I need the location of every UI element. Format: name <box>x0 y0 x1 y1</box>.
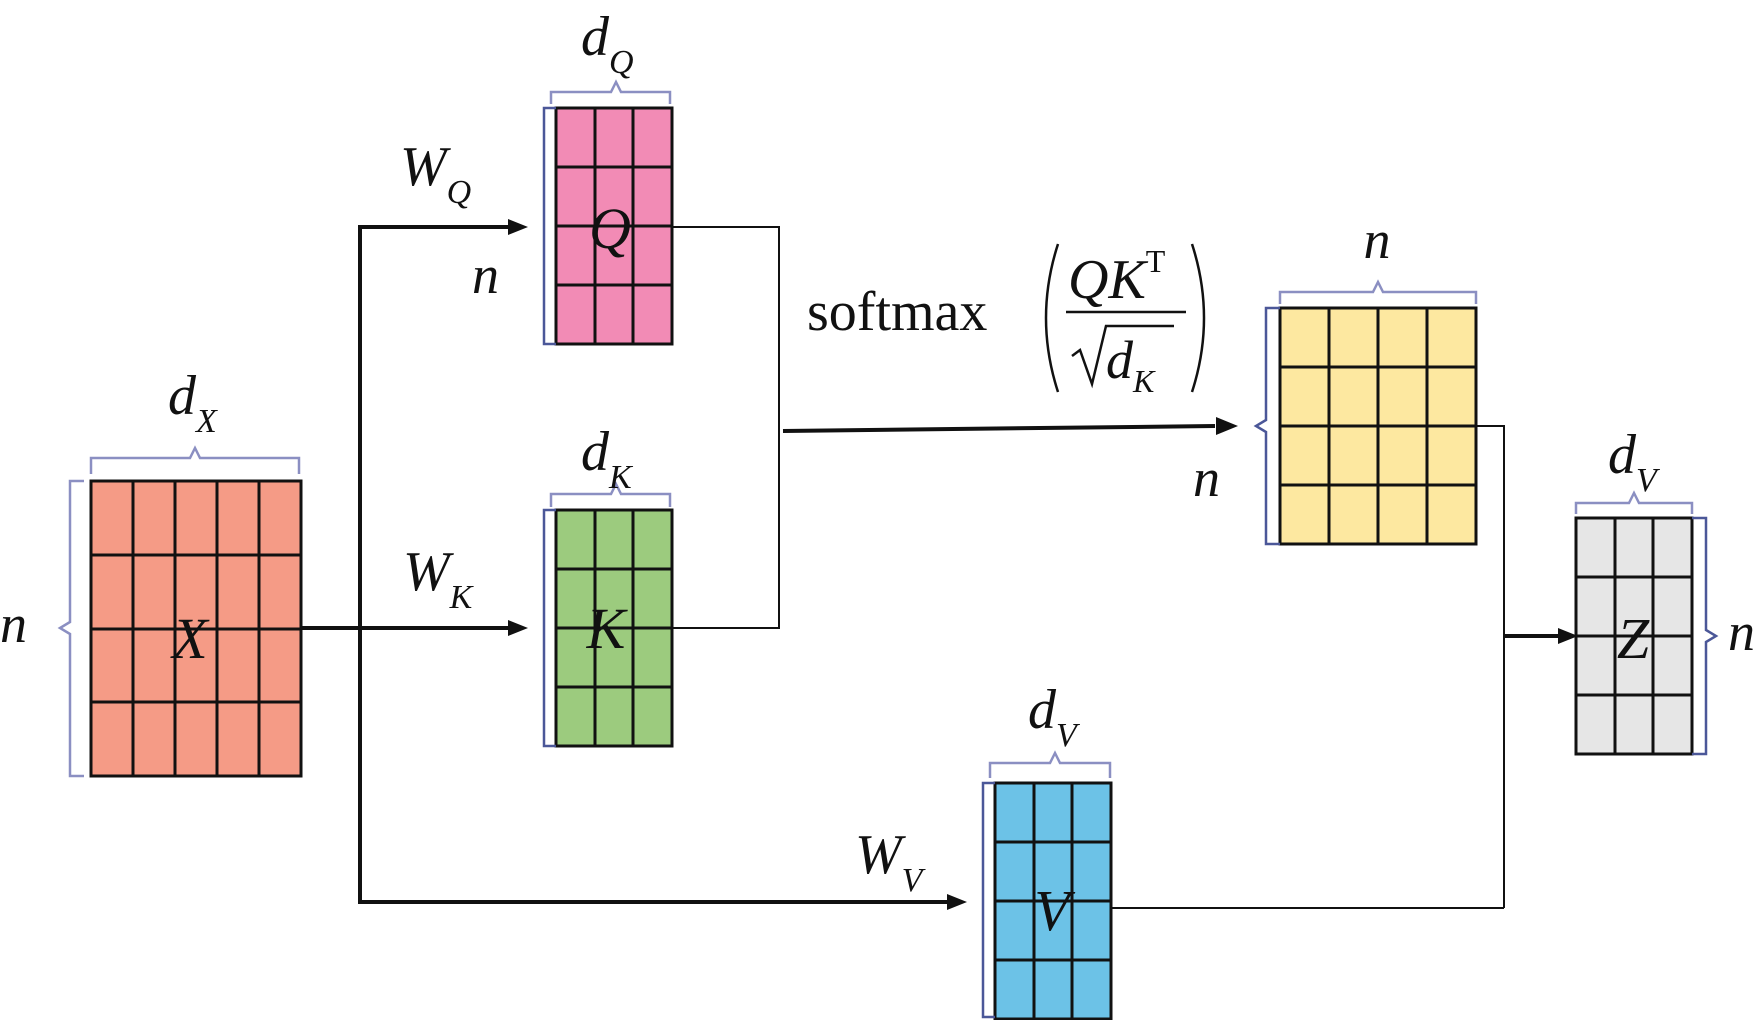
formula-numerator: QKT <box>1068 243 1166 311</box>
matrix-v-name: V <box>1034 878 1076 943</box>
weight-wv-label: WV <box>855 824 927 899</box>
matrix-z-rows-brace <box>1692 516 1719 756</box>
matrix-attention-cols-label: n <box>1364 210 1391 270</box>
matrix-x-cols-brace <box>89 445 301 474</box>
matrix-k-cols-brace <box>549 481 672 507</box>
matrix-q-name: Q <box>589 196 631 261</box>
qk-to-attention-line <box>782 424 1216 433</box>
flow-lines <box>300 225 1560 909</box>
formula-sqrt-icon <box>1071 324 1174 389</box>
matrix-x: X dX n <box>0 365 303 778</box>
matrix-x-rows-brace <box>57 479 84 778</box>
formula-right-paren-icon <box>1190 243 1206 393</box>
matrix-z-rows-label: n <box>1728 602 1755 662</box>
matrix-k-name: K <box>586 596 629 661</box>
qk-join-line <box>671 226 780 629</box>
softmax-formula: softmax QKT dK <box>807 243 1206 399</box>
formula-denominator: dK <box>1106 330 1156 399</box>
matrix-x-cols-label: dX <box>168 365 218 440</box>
x-to-q-line <box>358 225 510 628</box>
arrowheads <box>508 219 1578 910</box>
arrow-to-k-icon <box>508 620 528 636</box>
arrow-to-attention-icon <box>1216 417 1238 435</box>
matrix-q-cols-label: dQ <box>581 6 634 81</box>
matrix-x-name: X <box>170 606 210 671</box>
x-to-v-line <box>358 628 950 904</box>
matrix-k-rows-brace <box>542 508 556 748</box>
matrix-z-cols-brace <box>1574 490 1694 514</box>
weight-wk-label: WK <box>403 541 475 616</box>
matrix-attention: n n <box>1193 210 1478 546</box>
weight-wq-label: WQ <box>400 136 471 211</box>
arrow-to-v-icon <box>947 894 967 910</box>
matrix-attention-cols-brace <box>1278 279 1478 304</box>
attention-to-z-line <box>1475 425 1505 908</box>
matrix-z-name: Z <box>1617 606 1650 671</box>
matrix-attention-rows-brace <box>1253 306 1280 546</box>
matrix-x-rows-label: n <box>0 594 27 654</box>
matrix-q: Q dQ n <box>472 6 674 346</box>
formula-func: softmax <box>807 281 987 343</box>
matrix-k: K dK <box>542 421 674 748</box>
matrix-v-cols-label: dV <box>1028 679 1081 754</box>
matrix-q-rows-brace <box>542 106 556 346</box>
arrow-to-q-icon <box>508 219 528 235</box>
matrix-v-rows-brace <box>981 781 995 1019</box>
matrix-k-cols-label: dK <box>581 421 634 496</box>
matrix-z-cols-label: dV <box>1608 424 1661 499</box>
matrix-z: Z dV n <box>1574 424 1755 756</box>
matrix-attention-rows-label: n <box>1193 448 1220 508</box>
formula-left-paren-icon <box>1044 243 1060 393</box>
arrow-to-z-icon <box>1558 628 1578 644</box>
matrix-q-rows-label: n <box>472 245 499 305</box>
matrix-v-cols-brace <box>988 750 1112 778</box>
matrix-v: V dV <box>981 679 1113 1020</box>
matrix-q-cols-brace <box>549 79 672 104</box>
